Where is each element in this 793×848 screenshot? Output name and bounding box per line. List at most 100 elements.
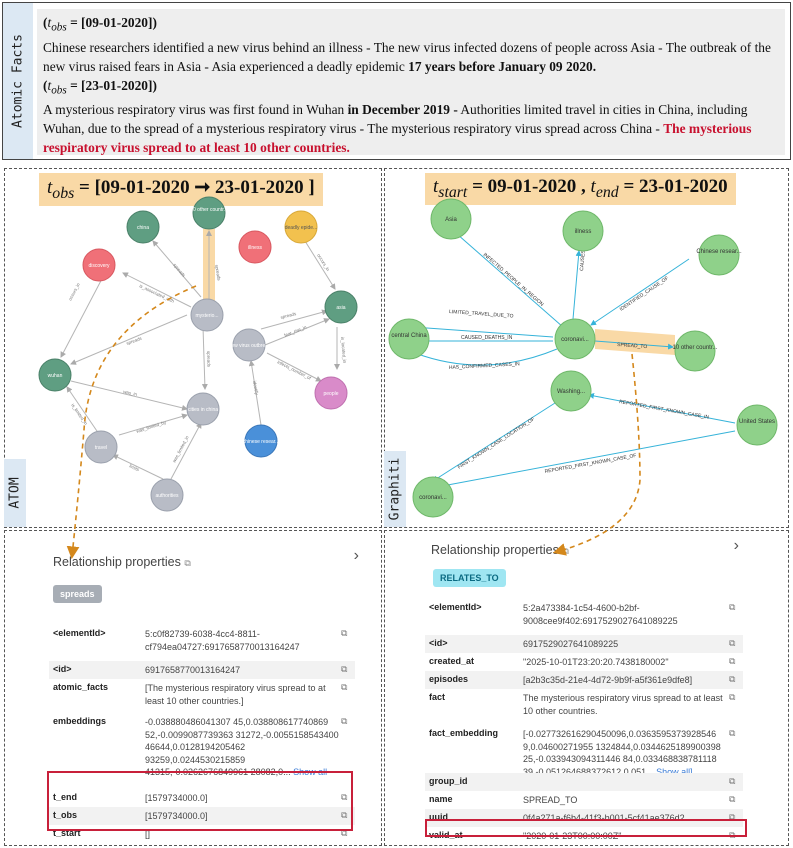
fact-block-1: Chinese researchers identified a new vir… xyxy=(43,39,771,74)
property-key: fact_embedding xyxy=(429,728,499,738)
atom-node-chinese-researchers[interactable]: chinese resear... xyxy=(243,424,280,458)
svg-text:Chinese resear...: Chinese resear... xyxy=(696,249,742,255)
copy-icon[interactable]: ⧉ xyxy=(729,776,736,786)
property-row-t-start: t_start[]⧉ xyxy=(49,825,355,843)
graphiti-label-tab: Graphiti xyxy=(384,451,406,527)
copy-icon[interactable]: ⧉ xyxy=(341,810,348,820)
edge-line xyxy=(266,352,322,382)
atom-node-cities-in-china[interactable]: cities in china xyxy=(186,392,220,426)
atomic-facts-box: Atomic Facts (tobs = [09-01-2020]) Chine… xyxy=(2,2,791,160)
property-value: The mysterious respiratory virus spread … xyxy=(523,693,723,716)
copy-icon[interactable]: ⧉ xyxy=(729,656,736,666)
property-row-elementId: <elementId>5:2a473384-1c54-4600-b2bf-900… xyxy=(425,599,743,635)
graphiti-node-united-states[interactable]: United States xyxy=(736,404,778,446)
atom-node-discovery[interactable]: discovery xyxy=(82,248,116,282)
property-key: fact xyxy=(429,692,446,702)
show-all-link[interactable]: Show all] xyxy=(653,766,693,777)
svg-text:10 other countr...: 10 other countr... xyxy=(672,345,717,351)
property-key: episodes xyxy=(429,674,469,684)
copy-icon[interactable]: ⧉ xyxy=(562,546,569,556)
atom-node-new-virus-outbreak[interactable]: new virus outbre... xyxy=(229,328,270,362)
property-key: t_start xyxy=(53,828,81,838)
property-row-created-at: created_at"2025-10-01T23:20:20.743818000… xyxy=(425,653,743,671)
copy-icon[interactable]: ⧉ xyxy=(729,602,736,612)
tobs-heading-2: (tobs = [23-01-2020]) xyxy=(43,77,157,97)
svg-text:deadly epide...: deadly epide... xyxy=(285,225,318,231)
edge-label: spreads xyxy=(172,262,187,278)
properties-title: Relationship properties ⧉ xyxy=(431,543,569,557)
graphiti-node-central-china[interactable]: central China xyxy=(388,318,430,360)
atomic-facts-label: Atomic Facts xyxy=(10,34,26,128)
graphiti-node-10-other-countries[interactable]: 10 other countr... xyxy=(672,330,718,372)
chevron-right-icon[interactable]: › xyxy=(353,547,359,564)
atom-graph-panel: ATOM tobs = [09-01-2020 ➞ 23-01-2020 ] xyxy=(4,168,382,528)
copy-icon[interactable]: ⧉ xyxy=(729,638,736,648)
copy-icon[interactable]: ⧉ xyxy=(341,628,348,638)
atom-node-authorities[interactable]: authorities xyxy=(150,478,184,512)
atom-node-asia[interactable]: asia xyxy=(324,290,358,324)
property-key: <elementId> xyxy=(429,602,482,612)
edge-line xyxy=(414,348,558,366)
property-key: embeddings xyxy=(53,716,107,726)
edge-line xyxy=(448,226,564,328)
atom-node-travel[interactable]: travel xyxy=(84,430,118,464)
copy-icon[interactable]: ⧉ xyxy=(729,674,736,684)
property-value: 6917658770013164247 xyxy=(145,665,241,675)
svg-text:coronavi...: coronavi... xyxy=(561,337,589,343)
edge-label: spreads xyxy=(126,336,143,346)
property-key: group_id xyxy=(429,776,468,786)
graphiti-time-banner: tstart = 09-01-2020 , tend = 23-01-2020 xyxy=(425,173,736,205)
svg-text:central China: central China xyxy=(391,333,427,339)
edge-label: identify xyxy=(252,380,260,396)
graphiti-highlight-band xyxy=(595,329,675,355)
atom-node-wuhan[interactable]: wuhan xyxy=(38,358,72,392)
chevron-right-icon[interactable]: › xyxy=(733,537,739,554)
relationship-type-pill: RELATES_TO xyxy=(433,569,506,587)
relationship-type-pill: spreads xyxy=(53,585,102,603)
copy-icon[interactable]: ⧉ xyxy=(341,682,348,692)
graphiti-node-coronavirus[interactable]: coronavi... xyxy=(554,318,596,360)
graphiti-node-illness[interactable]: illness xyxy=(562,210,604,252)
copy-icon[interactable]: ⧉ xyxy=(729,692,736,702)
atom-node-illness[interactable]: illness xyxy=(238,230,272,264)
graphiti-graph-panel: Graphiti tstart = 09-01-2020 , tend = 23… xyxy=(384,168,789,528)
copy-icon[interactable]: ⧉ xyxy=(341,716,348,726)
edge-line xyxy=(260,309,328,330)
atom-node-china[interactable]: china xyxy=(126,210,160,244)
tobs-heading-1: (tobs = [09-01-2020]) xyxy=(43,15,157,34)
copy-icon[interactable]: ⧉ xyxy=(341,792,348,802)
atom-node-deadly-epidemic[interactable]: deadly epide... xyxy=(284,210,318,244)
edge-line xyxy=(432,402,556,482)
property-row-group-id: group_id ⧉ xyxy=(425,773,743,791)
property-row-atomic-facts: atomic_facts[The mysterious respiratory … xyxy=(49,679,355,713)
edge-label: HAS_CONFIRMED_CASES_IN xyxy=(449,361,520,371)
svg-text:chinese resear...: chinese resear... xyxy=(243,439,280,445)
atom-node-mysterious[interactable]: mysterio... xyxy=(190,298,224,332)
edge-line xyxy=(572,250,582,320)
property-key: uuid xyxy=(429,812,448,822)
property-value: [a2b3c35d-21e4-4d72-9b9f-a5f361e9dfe8] xyxy=(523,675,693,685)
property-row-episodes: episodes [a2b3c35d-21e4-4d72-9b9f-a5f361e… xyxy=(425,671,743,689)
edge-label: is_located_in xyxy=(340,337,347,364)
graphiti-node-chinese-researchers[interactable]: Chinese resear... xyxy=(696,234,742,276)
graphiti-node-coronavirus-2[interactable]: coronavi... xyxy=(412,476,454,518)
property-key: t_obs xyxy=(53,810,78,820)
edge-label: CAUSES xyxy=(579,250,587,272)
copy-icon[interactable]: ⧉ xyxy=(729,794,736,804)
edge-line xyxy=(264,318,330,346)
atom-node-people[interactable]: people xyxy=(314,376,348,410)
property-row-t-end: t_end[1579734000.0]⧉ xyxy=(49,789,355,807)
graphiti-properties-card: Relationship properties ⧉ › RELATES_TO <… xyxy=(425,537,743,843)
copy-icon[interactable]: ⧉ xyxy=(729,812,736,822)
edge-label: SPREAD_TO xyxy=(617,342,648,350)
copy-icon[interactable]: ⧉ xyxy=(184,558,191,568)
graphiti-node-asia[interactable]: Asia xyxy=(430,198,472,240)
svg-text:travel: travel xyxy=(95,445,107,451)
copy-icon[interactable]: ⧉ xyxy=(341,828,348,838)
copy-icon[interactable]: ⧉ xyxy=(729,728,736,738)
atom-node-10-other-countries[interactable]: 10 other countr... xyxy=(190,196,228,230)
graphiti-node-washington[interactable]: Washing... xyxy=(550,370,592,412)
copy-icon[interactable]: ⧉ xyxy=(341,664,348,674)
fact-block-2: A mysterious respiratory virus was first… xyxy=(43,102,752,156)
